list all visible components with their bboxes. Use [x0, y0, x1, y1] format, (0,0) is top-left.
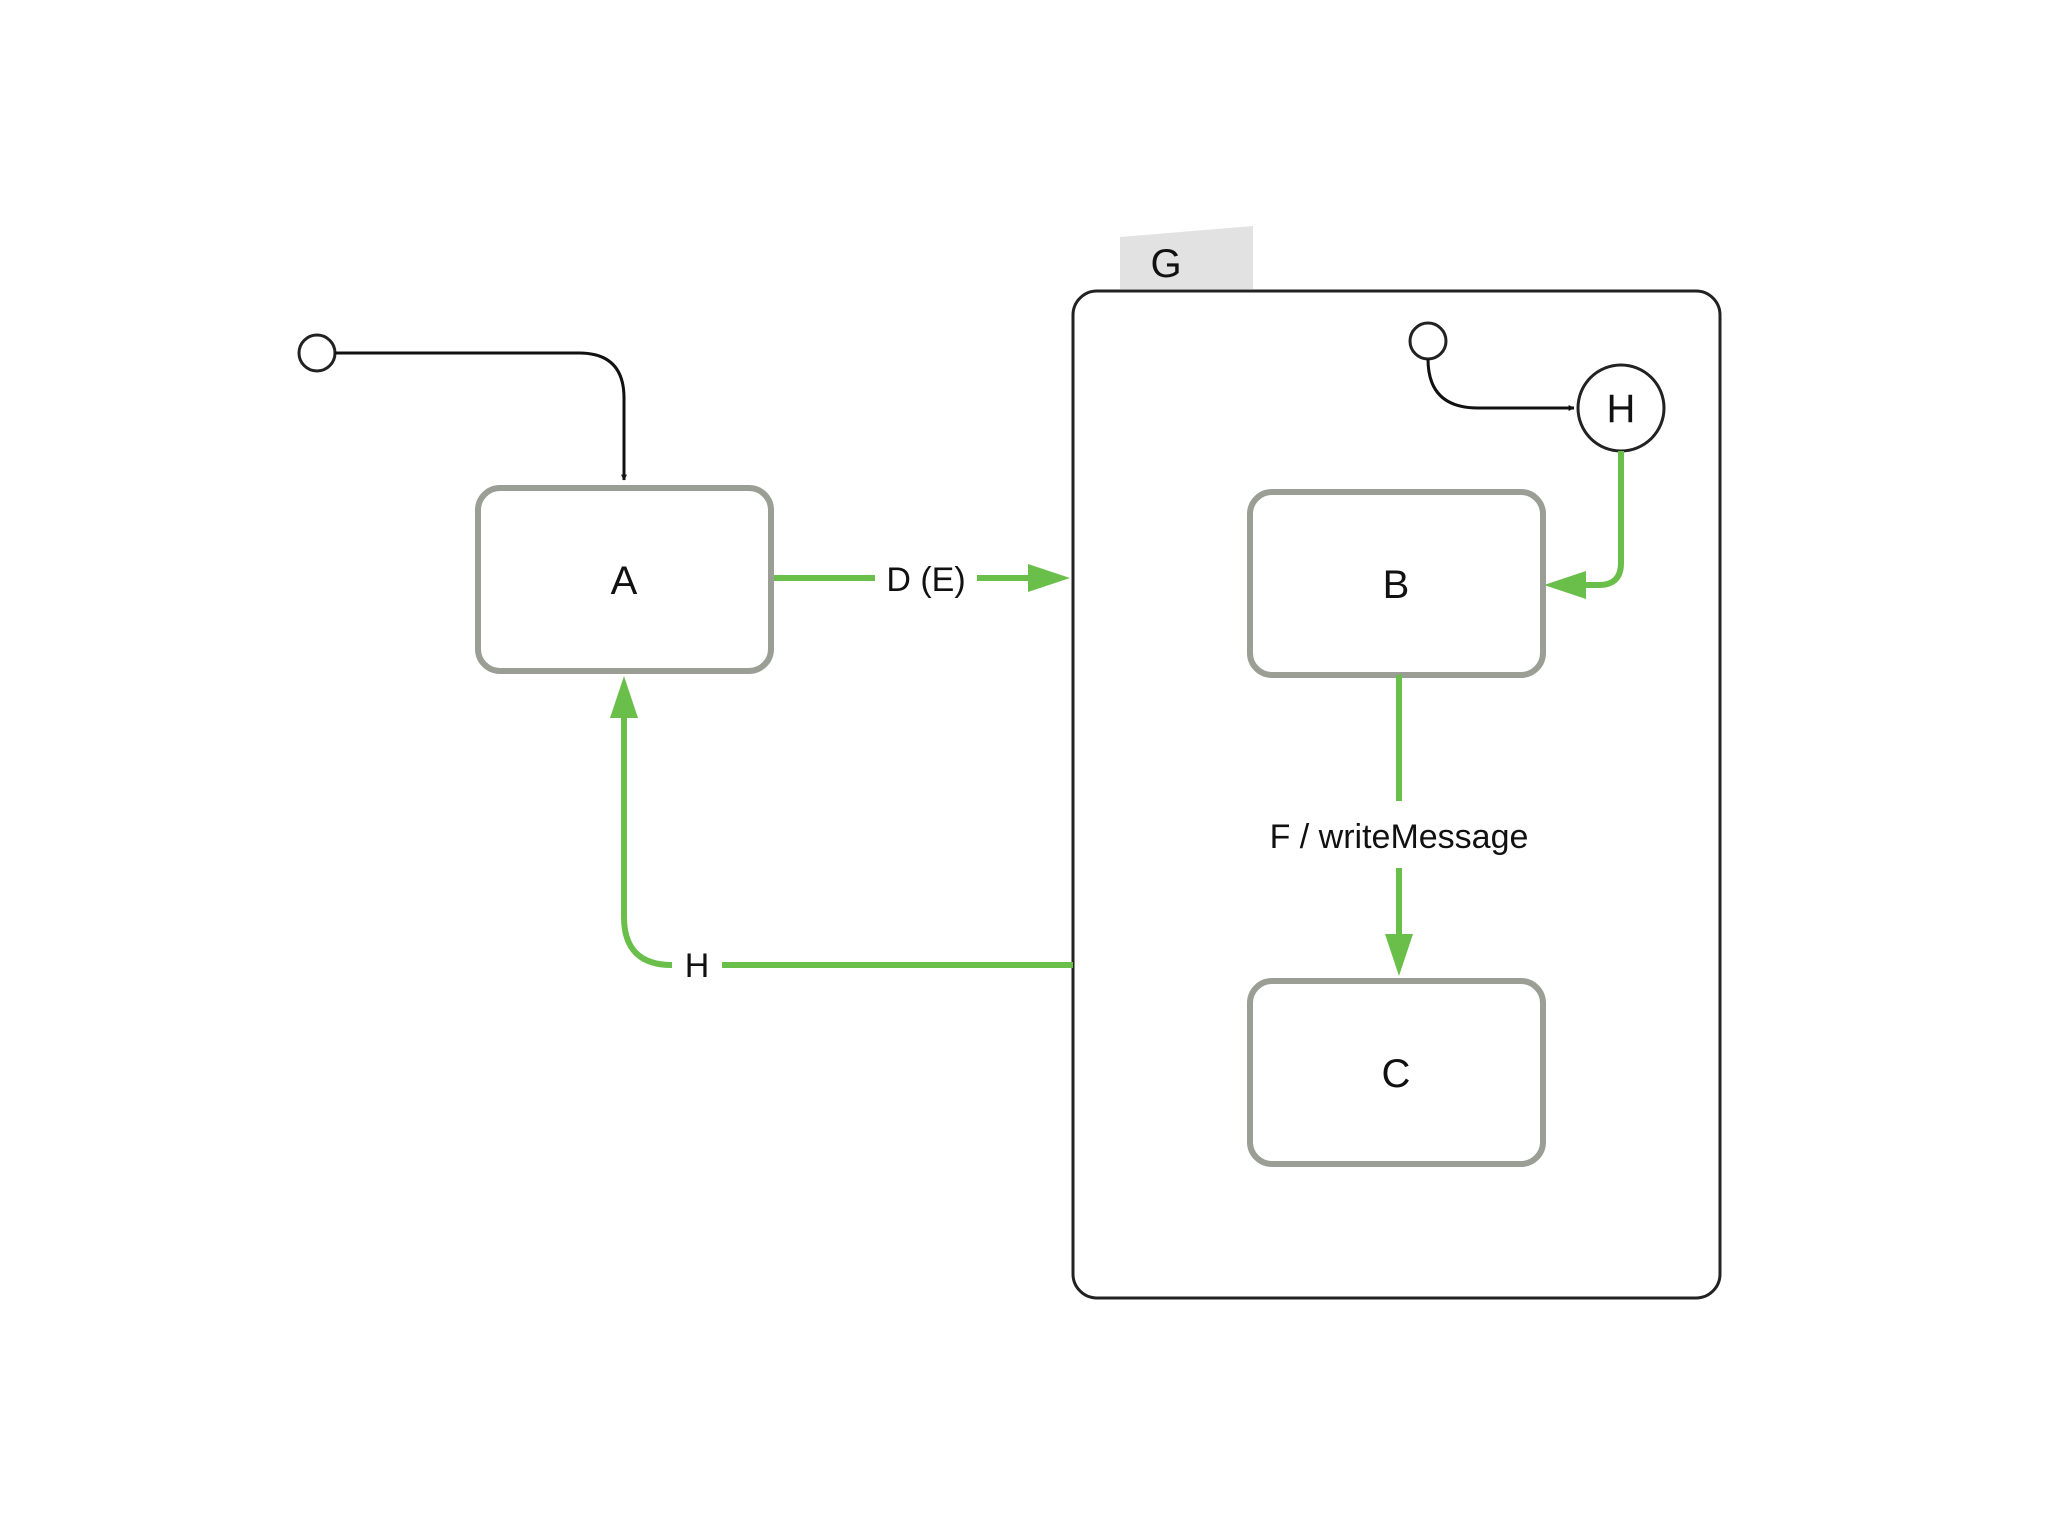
arrowhead: [1028, 564, 1070, 592]
arrowhead: [610, 676, 638, 718]
state-c[interactable]: C: [1247, 978, 1546, 1167]
initial-pseudostate[interactable]: [297, 333, 337, 373]
arrowhead: [1544, 571, 1586, 599]
composite-tab: [1120, 226, 1253, 289]
inner-initial-transition-arrow[interactable]: [1426, 358, 1575, 411]
transition-line: [1582, 451, 1624, 588]
transition-label: F / writeMessage: [1270, 818, 1529, 856]
state-a[interactable]: A: [475, 485, 774, 674]
history-label: H: [1607, 387, 1636, 431]
history-pseudostate[interactable]: H: [1576, 363, 1666, 453]
state-label: A: [611, 559, 638, 603]
transition-g-to-a[interactable]: H: [610, 676, 1073, 985]
transition-line: [621, 715, 673, 968]
state-box: [1247, 978, 1546, 1167]
arrowhead: [1385, 934, 1413, 976]
inner-initial-pseudostate[interactable]: [1408, 321, 1448, 361]
state-box: [475, 485, 774, 674]
composite-label: G: [1150, 242, 1181, 286]
state-b[interactable]: B: [1247, 489, 1546, 678]
transition-a-to-g[interactable]: D (E): [771, 561, 1070, 599]
state-label: B: [1383, 563, 1410, 607]
transition-label: H: [685, 947, 710, 985]
state-label: C: [1382, 1052, 1411, 1096]
transition-b-to-c[interactable]: F / writeMessage: [1270, 675, 1529, 976]
initial-transition-arrow[interactable]: [335, 351, 627, 481]
transition-label: D (E): [886, 561, 965, 599]
transition-history-to-b[interactable]: [1544, 451, 1624, 599]
